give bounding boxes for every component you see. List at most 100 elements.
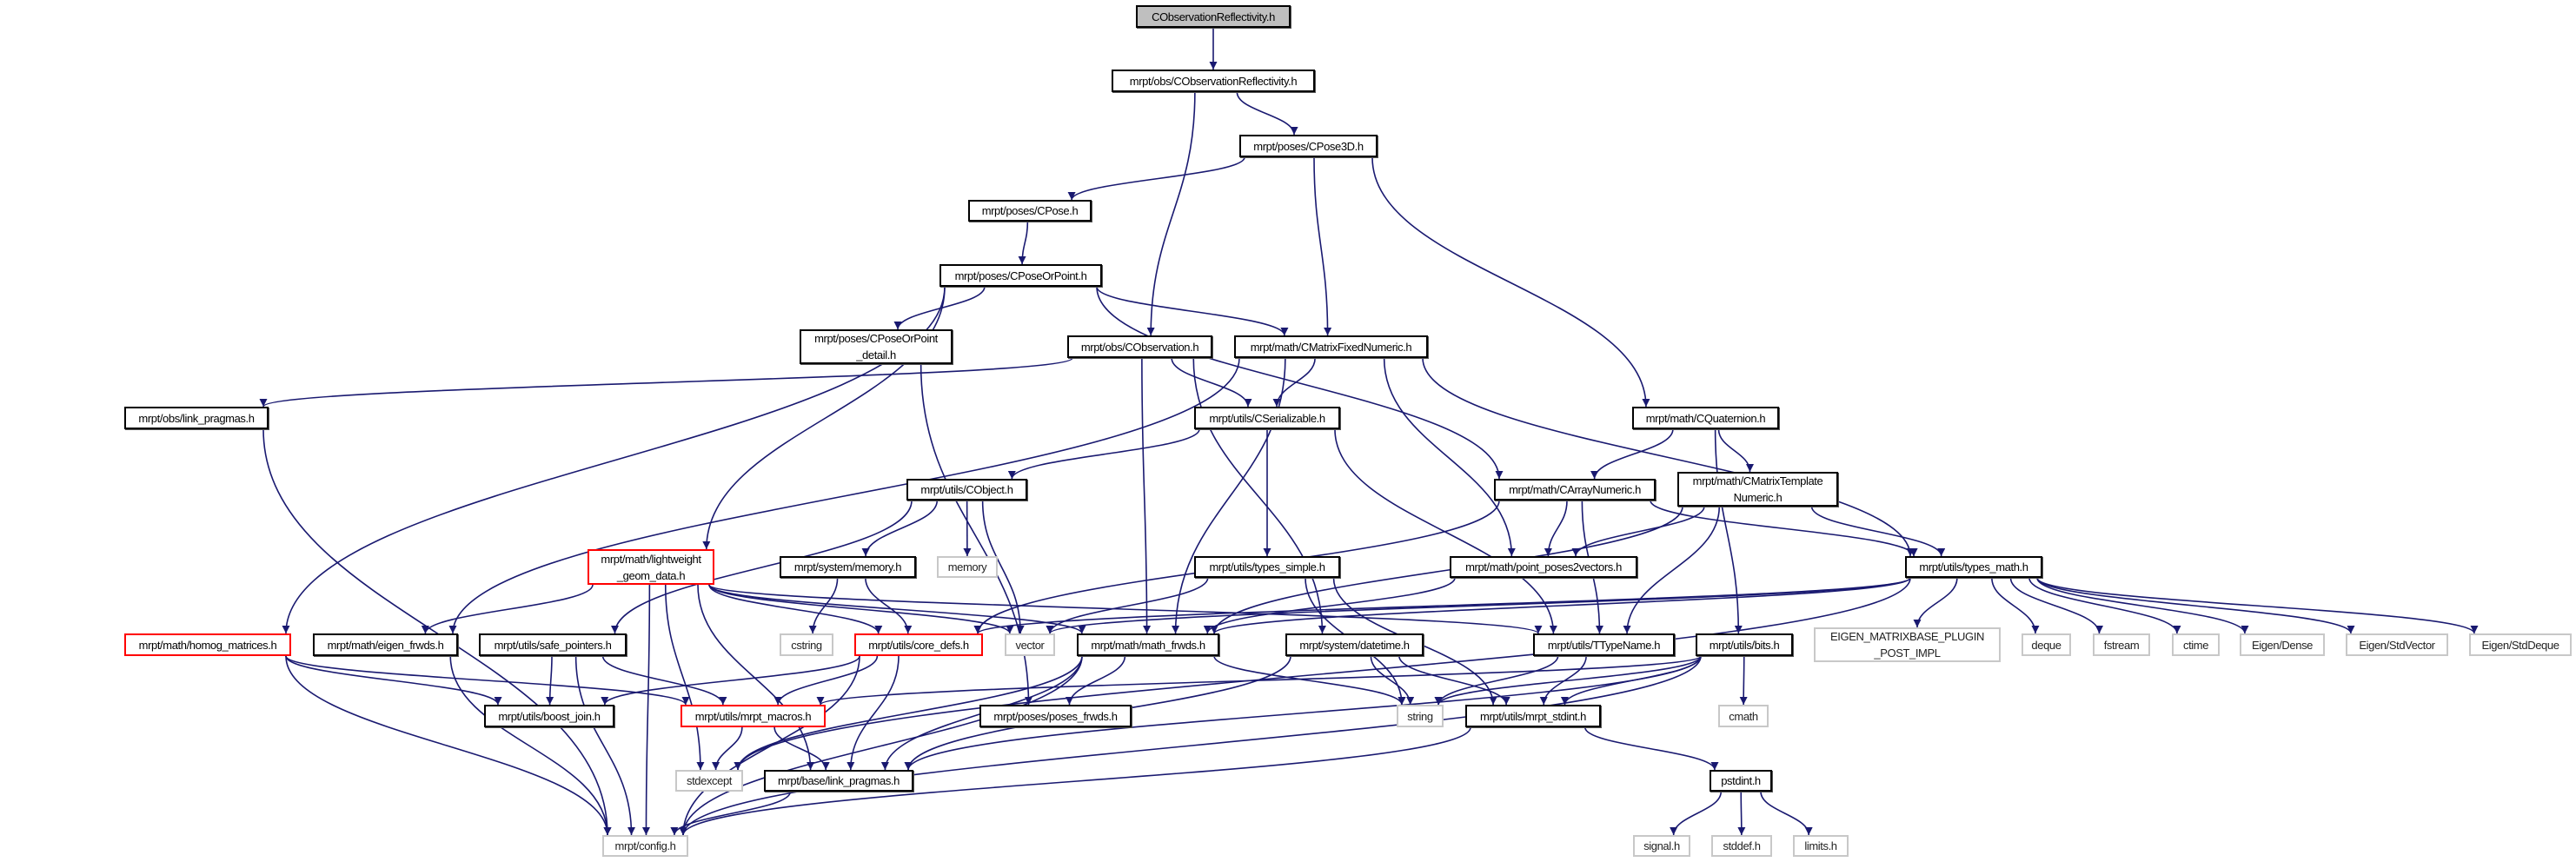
edge-point_poses2vectors-to-math_frwds	[1203, 577, 1456, 634]
edge-cquaternion-to-bits	[1714, 428, 1743, 634]
edge-bits-to-mrpt_macros	[816, 655, 1702, 706]
edge-types_math-to-eigen_dense	[2036, 577, 2249, 634]
node-fstream: fstream	[2093, 633, 2150, 656]
edge-cmatrixtemplate-to-point_poses2vectors	[1571, 506, 1705, 557]
edge-lightweight-to-math_frwds	[708, 584, 1086, 634]
edge-bits-to-config	[679, 655, 1702, 836]
edge-math_frwds-to-poses_frwds	[1065, 655, 1126, 706]
edge-types_math-to-eigen_stdvector	[2036, 577, 2355, 634]
node-cquaternion[interactable]: mrpt/math/CQuaternion.h	[1632, 407, 1779, 429]
node-point-poses2vectors[interactable]: mrpt/math/point_poses2vectors.h	[1450, 556, 1637, 578]
edge-cobject-to-vector	[981, 500, 1025, 634]
edge-mrpt_macros-to-base_link_pragmas	[773, 726, 830, 771]
edge-pstdint-to-stddef	[1737, 791, 1746, 836]
edge-types_math-to-core_defs	[973, 577, 1911, 634]
node-bits[interactable]: mrpt/utils/bits.h	[1696, 633, 1793, 656]
edge-mrpt_stdint-to-config	[679, 726, 1471, 836]
node-cmatrixtemplate[interactable]: mrpt/math/CMatrixTemplate Numeric.h	[1677, 472, 1838, 507]
node-cpose[interactable]: mrpt/poses/CPose.h	[968, 200, 1092, 222]
node-safe-pointers[interactable]: mrpt/utils/safe_pointers.h	[479, 633, 627, 656]
node-ctime: ctime	[2172, 633, 2220, 656]
node-obsrefl[interactable]: mrpt/obs/CObservationReflectivity.h	[1112, 70, 1315, 92]
edge-carraynumeric-to-point_poses2vectors	[1544, 500, 1568, 557]
node-lightweight[interactable]: mrpt/math/lightweight _geom_data.h	[588, 549, 714, 585]
edge-math_frwds-to-string	[1213, 655, 1406, 706]
edge-cobservation-to-obs_link_pragmas	[259, 357, 1073, 408]
node-pstdint[interactable]: pstdint.h	[1710, 770, 1772, 792]
node-deque: deque	[2022, 633, 2071, 656]
node-cstring: cstring	[780, 633, 833, 656]
edge-homog-to-mrpt_macros	[285, 655, 690, 706]
edge-homog-to-config	[285, 655, 612, 836]
edge-cposeorpoint-to-cposeorpoint_detail	[893, 286, 986, 330]
node-core-defs[interactable]: mrpt/utils/core_defs.h	[854, 633, 983, 656]
edge-mrpt_stdint-to-pstdint	[1583, 726, 1719, 771]
edge-lightweight-to-ttypename	[708, 584, 1543, 634]
edge-obsrefl-to-cpose3d	[1236, 91, 1298, 136]
edge-types_math-to-fstream	[2009, 577, 2103, 634]
node-datetime[interactable]: mrpt/system/datetime.h	[1285, 633, 1424, 656]
node-eigen-frwds[interactable]: mrpt/math/eigen_frwds.h	[313, 633, 458, 656]
node-eigen-stdvector: Eigen/StdVector	[2346, 633, 2448, 656]
edge-base_link_pragmas-to-config	[670, 791, 792, 836]
edge-cpose3d-to-cpose	[1067, 156, 1245, 201]
edge-datetime-to-string	[1370, 655, 1415, 706]
edge-lightweight-to-config	[641, 584, 651, 836]
node-cobject[interactable]: mrpt/utils/CObject.h	[906, 479, 1027, 501]
node-eigen-dense: Eigen/Dense	[2240, 633, 2325, 656]
node-math-frwds[interactable]: mrpt/math/math_frwds.h	[1077, 633, 1219, 656]
edge-cquaternion-to-cmatrixtemplate	[1717, 428, 1754, 473]
node-carraynumeric[interactable]: mrpt/math/CArrayNumeric.h	[1494, 479, 1656, 501]
node-stddef: stddef.h	[1711, 835, 1772, 857]
edge-cmatrixfixed-to-eigen_frwds	[448, 357, 1240, 634]
edge-math_frwds-to-config	[679, 655, 1083, 836]
edge-lightweight-to-vector	[708, 584, 1014, 634]
edge-types_math-to-deque	[1991, 577, 2040, 634]
edge-sys_memory-to-core_defs	[865, 577, 913, 634]
edge-math_frwds-to-stdexcept	[734, 655, 1083, 771]
edge-cpose3d-to-cquaternion	[1371, 156, 1650, 408]
node-mrpt-stdint[interactable]: mrpt/utils/mrpt_stdint.h	[1465, 705, 1601, 727]
node-cserializable[interactable]: mrpt/utils/CSerializable.h	[1194, 407, 1340, 429]
node-stdexcept: stdexcept	[675, 770, 743, 792]
node-cposeorpoint-detail[interactable]: mrpt/poses/CPoseOrPoint _detail.h	[800, 329, 953, 364]
node-vector: vector	[1005, 633, 1055, 656]
node-homog[interactable]: mrpt/math/homog_matrices.h	[124, 633, 291, 656]
node-string: string	[1397, 705, 1444, 727]
node-sys-memory[interactable]: mrpt/system/memory.h	[780, 556, 916, 578]
node-base-link-pragmas[interactable]: mrpt/base/link_pragmas.h	[764, 770, 913, 792]
node-limits: limits.h	[1793, 835, 1849, 857]
node-cmatrixfixed[interactable]: mrpt/math/CMatrixFixedNumeric.h	[1234, 335, 1428, 358]
edge-safe_pointers-to-config	[574, 655, 636, 836]
node-cposeorpoint[interactable]: mrpt/poses/CPoseOrPoint.h	[939, 264, 1102, 287]
edge-lightweight-to-core_defs	[708, 584, 883, 634]
edge-homog-to-boost_join	[285, 655, 502, 706]
edge-cmatrixfixed-to-cserializable	[1272, 357, 1316, 408]
edge-lightweight-to-eigen_frwds	[421, 584, 594, 634]
node-memory: memory	[937, 556, 998, 578]
node-boost-join[interactable]: mrpt/utils/boost_join.h	[484, 705, 614, 727]
edge-bits-to-string	[1434, 655, 1702, 706]
node-root[interactable]: CObservationReflectivity.h	[1136, 5, 1291, 28]
edge-cpose-to-cposeorpoint	[1018, 221, 1029, 265]
node-types-math[interactable]: mrpt/utils/types_math.h	[1905, 556, 2042, 578]
node-mrpt-macros[interactable]: mrpt/utils/mrpt_macros.h	[681, 705, 826, 727]
edge-bits-to-cmath	[1739, 655, 1748, 706]
node-cobservation[interactable]: mrpt/obs/CObservation.h	[1067, 335, 1212, 358]
edge-datetime-to-mrpt_stdint	[1398, 655, 1510, 706]
node-ttypename[interactable]: mrpt/utils/TTypeName.h	[1533, 633, 1675, 656]
node-poses-frwds[interactable]: mrpt/poses/poses_frwds.h	[979, 705, 1132, 727]
edge-eigen_frwds-to-config	[449, 655, 612, 836]
node-cpose3d[interactable]: mrpt/poses/CPose3D.h	[1239, 135, 1378, 157]
node-types-simple[interactable]: mrpt/utils/types_simple.h	[1194, 556, 1340, 578]
edge-safe_pointers-to-boost_join	[546, 655, 554, 706]
node-obs-link-pragmas[interactable]: mrpt/obs/link_pragmas.h	[124, 407, 269, 429]
edge-cmatrixtemplate-to-types_math	[1810, 506, 1946, 557]
edge-cobservation-to-cserializable	[1171, 357, 1252, 408]
edge-mrpt_macros-to-stdexcept	[712, 726, 743, 771]
edge-cmatrixfixed-to-point_poses2vectors	[1383, 357, 1516, 557]
node-eigen-plugin: EIGEN_MATRIXBASE_PLUGIN _POST_IMPL	[1814, 627, 2001, 662]
edge-core_defs-to-mrpt_macros	[773, 655, 879, 706]
edge-types_math-to-eigen_plugin	[1913, 577, 1958, 628]
